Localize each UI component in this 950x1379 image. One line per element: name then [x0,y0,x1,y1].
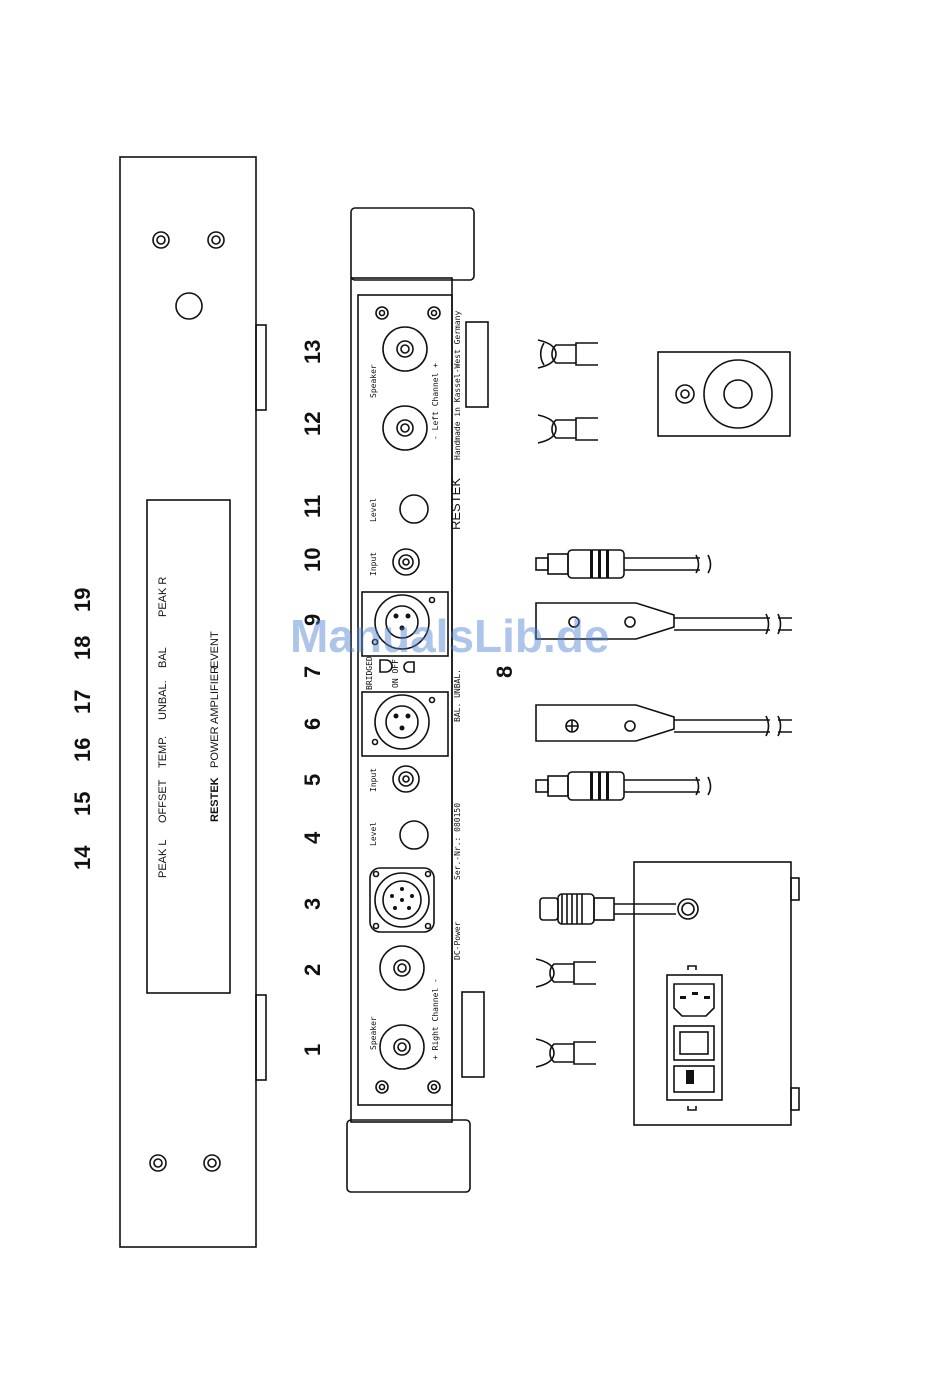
callout-4: 4 [300,831,325,844]
front-panel: PEAK L OFFSET TEMP. UNBAL. BAL PEAK R RE… [120,157,266,1247]
label-unbal: UNBAL. [157,680,169,720]
label-offset: OFFSET [157,779,169,823]
rca-input-right-icon [393,549,419,575]
label-left-channel: - Left Channel + [431,363,440,440]
level-knob-right-icon [400,495,428,523]
brand-front: RESTEK [209,777,221,822]
speaker-terminal-right-minus-icon [380,946,424,990]
label-input-right: Input [369,552,378,576]
level-knob-left-icon [400,821,428,849]
callout-10: 10 [300,548,325,572]
rear-panel: Speaker + Right Channel - DC-Power Level… [347,208,488,1192]
front-screw-icon [150,1155,220,1171]
label-handmade: Handmade in Kassel-West Germany [453,311,462,460]
spade-lug-icon [538,415,598,443]
rca-cable-icon [536,550,711,578]
callout-17: 17 [70,690,95,714]
label-on-off: ON OFF [391,659,400,688]
label-bal: BAL [157,647,169,668]
label-event: EVENT [209,631,221,668]
callout-14: 14 [70,845,95,870]
callout-3: 3 [300,898,325,910]
callout-18: 18 [70,636,95,660]
callout-15: 15 [70,792,95,816]
loudspeaker-icon [658,352,790,436]
label-right-channel: + Right Channel - [431,978,440,1060]
front-screw-icon [153,232,224,248]
label-level-left: Level [369,822,378,846]
label-level-right: Level [369,498,378,522]
speaker-terminal-left-plus-icon [383,327,427,371]
label-input-left: Input [369,768,378,792]
callout-2: 2 [300,964,325,976]
label-peak-l: PEAK L [157,839,169,878]
label-speaker-left: Speaker [369,364,378,398]
callout-16: 16 [70,738,95,762]
dc-power-socket-icon [370,868,434,932]
label-serial: Ser.-Nr.: 080150 [453,803,462,880]
label-bal-unbal: BAL. UNBAL. [453,669,462,722]
callout-7: 7 [300,666,325,678]
spade-lug-icon [538,340,598,368]
callout-5: 5 [300,774,325,786]
brand-rear: RESTEK [448,478,463,530]
label-peak-r: PEAK R [157,577,169,617]
label-speaker-right: Speaker [369,1016,378,1050]
label-temp: TEMP. [157,736,169,768]
spade-lug-icon [536,1039,596,1067]
power-supply-unit-icon [634,862,799,1125]
callout-numbers: 14 15 16 17 18 19 1 2 3 4 5 6 7 9 10 11 … [70,340,517,1056]
callout-19: 19 [70,588,95,612]
rca-cable-icon [536,772,711,800]
rca-input-left-icon [393,766,419,792]
power-button-icon [176,293,202,319]
dc-cable-icon [540,894,698,924]
callout-8: 8 [492,666,517,678]
label-dc-power: DC-Power [453,921,462,960]
xlr-input-left-icon [362,692,448,756]
callout-6: 6 [300,718,325,730]
label-power-amplifier: POWER AMPLIFIER [209,666,221,768]
callout-11: 11 [300,495,325,518]
spade-lug-icon [536,959,596,987]
callout-12: 12 [300,412,325,436]
callout-13: 13 [300,340,325,364]
callout-1: 1 [300,1044,325,1056]
speaker-terminal-right-plus-icon [380,1025,424,1069]
speaker-terminal-left-minus-icon [383,406,427,450]
xlr-cable-icon [536,705,792,741]
watermark: ManualsLib.de [290,610,609,662]
